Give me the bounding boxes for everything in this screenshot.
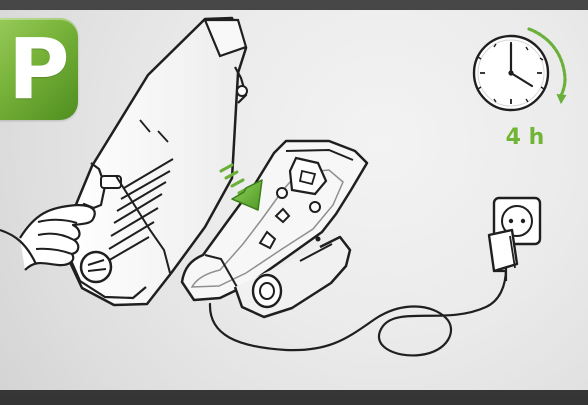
charging-illustration	[0, 10, 588, 390]
instruction-panel: P 4 h	[0, 10, 588, 390]
step-badge: P	[0, 18, 78, 120]
power-adapter-icon	[489, 230, 517, 281]
clock-icon	[474, 29, 566, 110]
charging-duration-label: 4 h	[490, 126, 560, 150]
step-letter: P	[8, 21, 68, 117]
